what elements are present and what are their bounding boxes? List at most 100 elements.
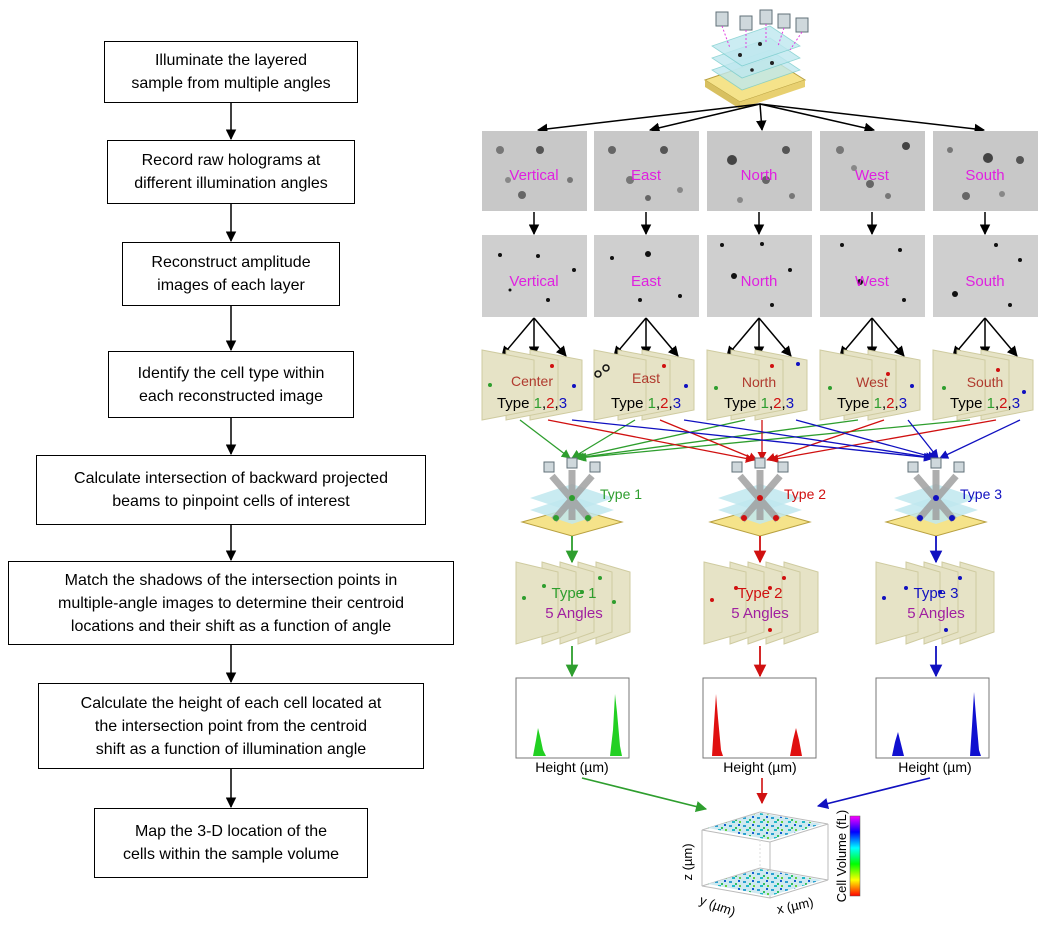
step-text: Calculate the height of each cell locate… — [80, 694, 382, 712]
angle-stack-dots — [522, 576, 962, 632]
panel-name: North — [742, 374, 776, 390]
type-label: Type 2 — [737, 585, 782, 602]
type-label: Type 3 — [960, 486, 1002, 502]
angle-label: East — [631, 167, 662, 184]
type-panel-stack — [593, 349, 695, 421]
step-text: sample from multiple angles — [131, 75, 331, 92]
step-text: Reconstruct amplitude — [151, 254, 311, 271]
step-text: Match the shadows of the intersection po… — [64, 571, 398, 589]
reconstruction-panel — [933, 235, 1038, 317]
hologram-panel — [933, 131, 1038, 211]
step-text: cells within the sample volume — [122, 846, 340, 863]
step-box: Record raw holograms at different illumin… — [107, 140, 355, 204]
angle-label: South — [965, 167, 1004, 184]
reconstructed-labels: Vertical East North West South — [509, 273, 1004, 290]
step-text: Record raw holograms at — [141, 152, 321, 169]
type-panel-stack — [481, 349, 583, 421]
step-text: locations and their shift as a function … — [70, 617, 392, 635]
histogram-1: Height (µm) — [515, 677, 630, 775]
step-text: different illumination angles — [134, 175, 328, 192]
volume-arrows — [581, 777, 931, 812]
recon-arrows — [528, 212, 991, 236]
panel-name: East — [632, 370, 660, 386]
panel-names: Center East North West South — [511, 370, 1003, 390]
type-lines: Type 1,2,3 Type 1,2,3 Type 1,2,3 Type 1,… — [497, 395, 1020, 412]
step-box: Calculate intersection of backward proje… — [36, 455, 426, 525]
sample-arrows — [536, 103, 986, 135]
angle-label: North — [741, 167, 778, 184]
hologram-panel — [482, 131, 587, 211]
colorbar-label: Cell Volume (fL) — [834, 810, 849, 902]
angle-label: South — [965, 273, 1004, 290]
step-box: Map the 3-D location of the cells within … — [94, 808, 368, 878]
angles-count-label: 5 Angles — [907, 605, 965, 622]
angle-stack-arrows — [565, 536, 943, 564]
classification-row — [481, 349, 1034, 421]
angle-stacks — [515, 561, 995, 645]
step-text: shift as a function of illumination angl… — [95, 740, 367, 758]
step-box: Illuminate the layered sample from multip… — [104, 41, 358, 103]
illumination-sample-icon — [703, 9, 809, 109]
type-label: Type 3 — [913, 585, 958, 602]
type-panel-stack — [932, 349, 1034, 421]
histogram-xlabel: Height (µm) — [723, 759, 796, 775]
raw-hologram-labels: Vertical East North West South — [509, 167, 1004, 184]
step-text: Calculate intersection of backward proje… — [74, 470, 388, 487]
type-label: Type 2 — [784, 486, 826, 502]
step-box: Match the shadows of the intersection po… — [8, 561, 454, 645]
type-assembly-2: Type 2 — [708, 457, 826, 537]
type-line: Type 1,2,3 — [611, 395, 681, 412]
z-axis-label: z (µm) — [680, 843, 695, 880]
step-text: each reconstructed image — [138, 387, 324, 405]
type-label: Type 1 — [600, 486, 642, 502]
type-panel-stack — [706, 349, 808, 421]
step-text: Identify the cell type within — [137, 364, 325, 382]
step-box: Reconstruct amplitude images of each laye… — [122, 242, 340, 306]
histogram-2: Height (µm) — [702, 677, 817, 775]
histogram-xlabel: Height (µm) — [535, 759, 608, 775]
angle-stack-labels: Type 1 5 Angles Type 2 5 Angles Type 3 5… — [545, 585, 965, 622]
reconstruction-panel — [820, 235, 925, 317]
angle-label: North — [741, 273, 778, 290]
angle-label: East — [631, 273, 662, 290]
step-text: images of each layer — [157, 277, 305, 294]
panel-name: Center — [511, 373, 553, 389]
type-assembly-3: Type 3 — [884, 457, 1002, 537]
angles-count-label: 5 Angles — [731, 605, 789, 622]
y-axis-label: y (µm) — [698, 892, 738, 919]
angles-count-label: 5 Angles — [545, 605, 603, 622]
volume-plot: z (µm) y (µm) x (µm) Cell Volume (fL) — [680, 810, 861, 919]
type-label: Type 1 — [551, 585, 596, 602]
type-line: Type 1,2,3 — [837, 395, 907, 412]
angle-label: West — [855, 167, 890, 184]
step-box: Calculate the height of each cell locate… — [38, 683, 424, 769]
hologram-panel — [594, 131, 699, 211]
classification-dots — [488, 362, 1026, 394]
hologram-panel — [707, 131, 812, 211]
colorbar — [849, 815, 861, 897]
reconstruction-panel — [707, 235, 812, 317]
step-text: beams to pinpoint cells of interest — [112, 493, 350, 510]
type-line: Type 1,2,3 — [724, 395, 794, 412]
reconstruction-panel — [594, 235, 699, 317]
type-assembly-1: Type 1 — [520, 457, 642, 537]
hologram-panel — [820, 131, 925, 211]
histogram-3: Height (µm) — [875, 677, 990, 775]
reconstructed-row — [482, 235, 1038, 317]
step-box: Identify the cell type within each recons… — [108, 351, 354, 418]
type-line: Type 1,2,3 — [950, 395, 1020, 412]
angle-stack — [703, 561, 819, 645]
x-axis-label: x (µm) — [775, 894, 814, 916]
angle-stack — [875, 561, 995, 645]
step-text: Illuminate the layered — [154, 52, 308, 69]
raw-hologram-row — [482, 131, 1038, 211]
step-text: multiple-angle images to determine their… — [58, 594, 404, 612]
type-panel-stack — [819, 349, 921, 421]
reconstruction-panel — [482, 235, 587, 317]
angle-label: West — [855, 273, 890, 290]
step-text: Map the 3-D location of the — [134, 823, 328, 840]
histogram-xlabel: Height (µm) — [898, 759, 971, 775]
step-text: the intersection point from the centroid — [94, 717, 368, 735]
angle-label: Vertical — [509, 167, 558, 184]
